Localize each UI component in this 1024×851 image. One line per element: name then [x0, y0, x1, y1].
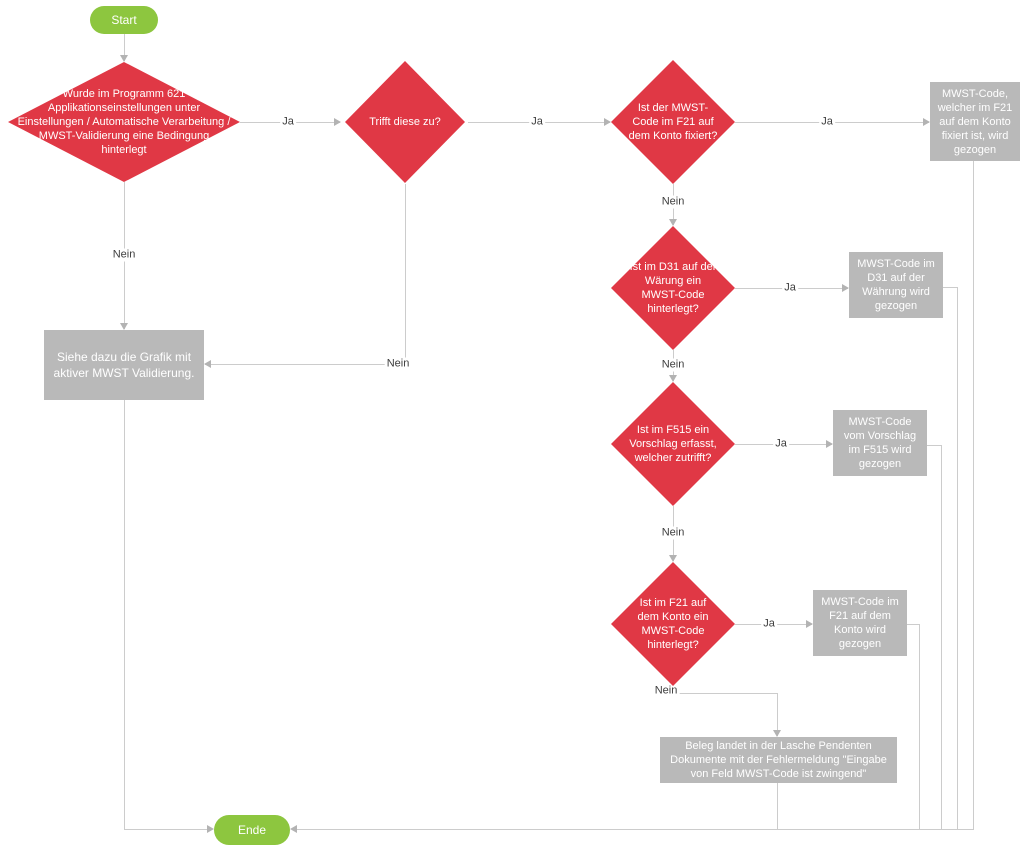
- edge-outf515-ende: [927, 445, 941, 446]
- edge-grafik-ende: [124, 400, 125, 829]
- start-node-label: Start: [111, 13, 137, 27]
- arrowhead-right-icon: [604, 118, 611, 126]
- arrowhead-down-icon: [669, 555, 677, 562]
- decision-trifft-zu: Trifft diese zu?: [345, 61, 465, 183]
- process-mwst-fixiert-gezogen-label: MWST-Code, welcher im F21 auf dem Konto …: [937, 87, 1013, 156]
- arrowhead-right-icon: [842, 284, 849, 292]
- decision-d31-waehrung: Ist im D31 auf der Wärung ein MWST-Code …: [611, 226, 735, 350]
- start-node: Start: [90, 6, 158, 34]
- process-pendente-dokumente-label: Beleg landet in der Lasche Pendenten Dok…: [670, 740, 887, 780]
- process-pendente-dokumente: Beleg landet in der Lasche Pendenten Dok…: [660, 737, 897, 783]
- edge-label-ja: Ja: [761, 617, 777, 631]
- ende-node-label: Ende: [237, 823, 267, 837]
- edge-konto-pendent: [673, 693, 777, 694]
- arrowhead-down-icon: [120, 55, 128, 62]
- edge-label-nein: Nein: [110, 248, 138, 262]
- edge-start-bedingung: [124, 34, 125, 61]
- edge-label-ja: Ja: [529, 115, 545, 129]
- decision-f21-konto-label: Ist im F21 auf dem Konto ein MWST-Code h…: [637, 597, 709, 651]
- ende-node: Ende: [214, 815, 290, 845]
- edge-label-nein: Nein: [659, 195, 687, 209]
- decision-mwst-fixiert-label: Ist der MWST-Code im F21 auf dem Konto f…: [628, 102, 718, 142]
- arrowhead-left-icon: [204, 360, 211, 368]
- arrowhead-left-icon: [290, 825, 297, 833]
- edge-outkonto-ende: [919, 624, 920, 829]
- arrowhead-right-icon: [806, 620, 813, 628]
- decision-f515-vorschlag: Ist im F515 ein Vorschlag erfasst, welch…: [611, 382, 735, 506]
- edge-grafik-ende: [124, 829, 207, 830]
- process-f21-konto-gezogen-label: MWST-Code im F21 auf dem Konto wird gezo…: [821, 596, 899, 650]
- decision-bedingung-label: Wurde im Programm 621 Applikationseinste…: [17, 88, 231, 156]
- process-d31-waehrung-gezogen: MWST-Code im D31 auf der Währung wird ge…: [849, 252, 943, 318]
- process-grafik-hinweis: Siehe dazu die Grafik mit aktiver MWST V…: [44, 330, 204, 400]
- edge-label-ja: Ja: [782, 281, 798, 295]
- arrowhead-right-icon: [207, 825, 214, 833]
- edge-trifft-grafik: [405, 184, 406, 364]
- process-grafik-hinweis-label: Siehe dazu die Grafik mit aktiver MWST V…: [53, 350, 195, 380]
- decision-f515-vorschlag-label: Ist im F515 ein Vorschlag erfasst, welch…: [629, 424, 717, 464]
- edge-label-nein: Nein: [652, 684, 680, 698]
- arrowhead-right-icon: [826, 440, 833, 448]
- process-d31-waehrung-gezogen-label: MWST-Code im D31 auf der Währung wird ge…: [857, 258, 935, 312]
- edge-trifft-grafik: [205, 364, 406, 365]
- edge-label-ja: Ja: [280, 115, 296, 129]
- process-mwst-fixiert-gezogen: MWST-Code, welcher im F21 auf dem Konto …: [930, 82, 1020, 161]
- arrowhead-right-icon: [923, 118, 930, 126]
- edge-outd31-ende: [957, 287, 958, 829]
- process-f515-vorschlag-gezogen-label: MWST-Code vom Vorschlag im F515 wird gez…: [843, 416, 917, 470]
- decision-mwst-fixiert: Ist der MWST-Code im F21 auf dem Konto f…: [611, 60, 735, 184]
- arrowhead-right-icon: [334, 118, 341, 126]
- edge-pendent-ende: [777, 783, 778, 829]
- arrowhead-down-icon: [669, 375, 677, 382]
- edge-collector-ende: [297, 829, 974, 830]
- edge-label-nein: Nein: [659, 358, 687, 372]
- process-f515-vorschlag-gezogen: MWST-Code vom Vorschlag im F515 wird gez…: [833, 410, 927, 476]
- decision-d31-waehrung-label: Ist im D31 auf der Wärung ein MWST-Code …: [629, 261, 717, 315]
- edge-outd31-ende: [943, 287, 957, 288]
- edge-konto-pendent: [777, 693, 778, 736]
- process-f21-konto-gezogen: MWST-Code im F21 auf dem Konto wird gezo…: [813, 590, 907, 656]
- edge-outkonto-ende: [907, 624, 919, 625]
- edge-label-nein: Nein: [384, 357, 412, 371]
- edge-outf515-ende: [941, 445, 942, 829]
- decision-bedingung-hinterlegt: Wurde im Programm 621 Applikationseinste…: [8, 62, 240, 182]
- arrowhead-down-icon: [773, 730, 781, 737]
- decision-trifft-zu-label: Trifft diese zu?: [369, 116, 441, 128]
- edge-label-ja: Ja: [773, 437, 789, 451]
- edge-label-ja: Ja: [819, 115, 835, 129]
- decision-f21-konto: Ist im F21 auf dem Konto ein MWST-Code h…: [611, 562, 735, 686]
- edge-label-nein: Nein: [659, 526, 687, 540]
- arrowhead-down-icon: [669, 219, 677, 226]
- arrowhead-down-icon: [120, 323, 128, 330]
- edge-outfixiert-ende: [973, 161, 974, 829]
